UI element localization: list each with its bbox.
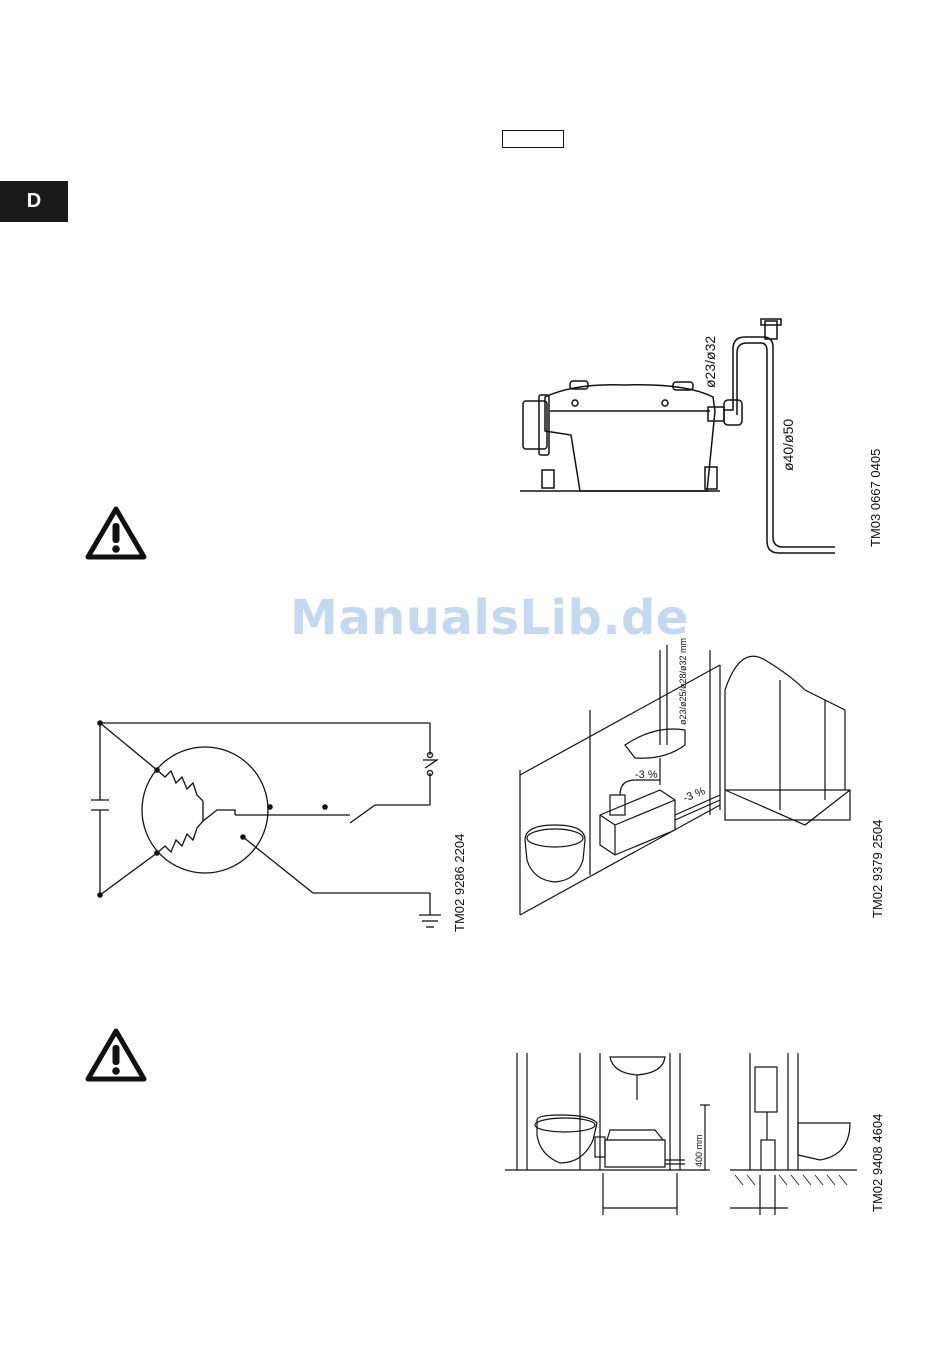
warning-icon [84, 1027, 148, 1083]
dim-inlet-label: ø23/ø32 [702, 336, 718, 388]
figure-code: TM02 9286 2204 [452, 834, 467, 932]
section-views-figure: 400 mm [505, 1045, 860, 1220]
language-tab: D [0, 181, 68, 222]
wiring-diagram-figure [85, 715, 450, 940]
figure-code: TM02 9408 4604 [870, 1114, 885, 1212]
figure-label-box [502, 130, 564, 148]
dim-outlet-label: ø40/ø50 [780, 419, 796, 471]
figure-code: TM03 0667 0405 [868, 449, 883, 547]
pump-side-view-figure: ø23/ø32 ø40/ø50 [515, 315, 835, 555]
slope-label-1: -3 % [635, 769, 658, 781]
watermark: ManualsLib.de [290, 590, 689, 646]
figure-code: TM02 9379 2504 [870, 820, 885, 918]
height-dim-label: 400 mm [694, 1134, 704, 1167]
bathroom-installation-figure: -3 % -3 % ø23/ø25/ø28/ø32 mm [515, 630, 860, 920]
warning-icon [84, 505, 148, 561]
dim-pipes-label: ø23/ø25/ø28/ø32 mm [678, 638, 688, 725]
